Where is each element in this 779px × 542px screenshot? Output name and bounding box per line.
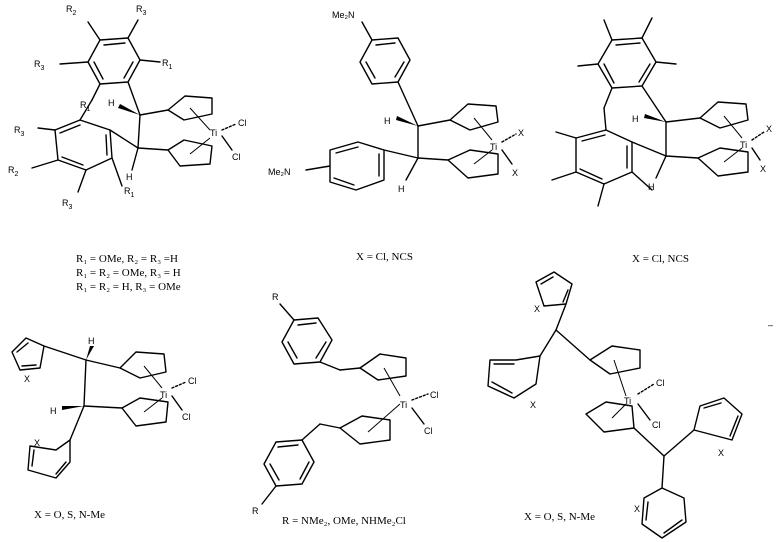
h-label-s2-upper: H [384,116,391,126]
structure-5-benzyl-titanocene: R Ti Cl Cl R R = NMe₂, OMe, NHMe₂Cl [252,292,439,527]
r-label-top: R [272,292,279,302]
r1-label-lower: R1 [124,186,135,199]
s1-caption-line-2: R₁ = R₂ = OMe, R₃ = H [76,267,181,279]
h-label-s4-upper: H [88,336,95,346]
structure-6-diheteroarylmethyl-titanocene: – X X Ti Cl Cl X X X = [487,271,773,539]
x-label-s4-upper: X [24,374,30,384]
h-label-s4-lower: H [50,406,57,416]
r3-label-lower-left: R3 [14,125,25,138]
h-label-s3-lower: H [648,182,655,192]
x-label-s2-1: X [518,128,524,138]
x-label-s6-3: X [718,448,724,458]
ti-label-s2: Ti [490,142,497,152]
x-label-s3-2: X [760,164,766,174]
h-label-s2-lower: H [398,184,405,194]
ti-label-s5: Ti [400,400,407,410]
r2-label-lower: R2 [8,165,19,178]
r1-label-right: R1 [162,58,173,71]
cl-label-s5-1: Cl [430,390,439,400]
r3-label-bottom: R3 [62,198,73,211]
h-label-upper: H [108,98,115,108]
cl-label-s4-2: Cl [182,412,191,422]
s3-caption: X = Cl, NCS [632,253,689,265]
ti-label: Ti [210,128,217,138]
structure-2-dimethylaminophenyl-titanocene: Me₂N H H Me₂N Ti X X X = Cl, NCS [268,10,524,263]
structure-3-pentamethylphenyl-titanocene: H H Ti X X X = Cl, NCS [551,17,772,265]
nme2-label-top: Me₂N [332,10,355,20]
h-label-lower: H [126,172,133,182]
cl-label-1: Cl [238,118,247,128]
cl-label-s6-2: Cl [652,420,661,430]
x-label-s6-4: X [634,504,640,514]
r-label-bottom: R [252,506,259,516]
r2-label-top: R2 [66,4,77,17]
x-label-s4-lower: X [34,438,40,448]
s1-caption-line-3: R₁ = R₂ = H, R₃ = OMe [76,281,181,293]
x-label-s3-1: X [766,124,772,134]
h-label-s3-upper: H [632,114,639,124]
x-label-s6-1: X [534,304,540,314]
x-label-s6-2: X [530,400,536,410]
r3-label-left: R3 [34,59,45,72]
structure-1-dimethoxyphenyl-titanocene: R2 R3 R3 R1 R1 H H R3 R2 R1 R3 Ti [8,4,247,293]
cl-label-s4-1: Cl [188,376,197,386]
cl-label-s6-1: Cl [656,378,665,388]
structure-4-heteroaryl-titanocene: X H H X Ti Cl Cl X = O, S, N-Me [11,336,197,521]
cl-label-2: Cl [232,152,241,162]
x-label-s2-2: X [512,168,518,178]
s1-caption-line-1: R₁ = OMe, R₂ = R₃ =H [76,253,178,265]
cl-label-s5-2: Cl [424,426,433,436]
nme2-label-bottom: Me₂N [268,167,291,177]
ti-label-s4: Ti [160,390,167,400]
ti-label-s6: Ti [624,396,631,406]
r1-label-mid: R1 [80,100,91,113]
stray-dash: – [768,320,773,330]
ti-label-s3: Ti [740,140,747,150]
s4-caption: X = O, S, N-Me [34,509,105,521]
s2-caption: X = Cl, NCS [356,251,413,263]
r3-label-top: R3 [136,4,147,17]
s6-caption: X = O, S, N-Me [524,511,595,523]
s5-caption: R = NMe₂, OMe, NHMe₂Cl [282,515,406,527]
